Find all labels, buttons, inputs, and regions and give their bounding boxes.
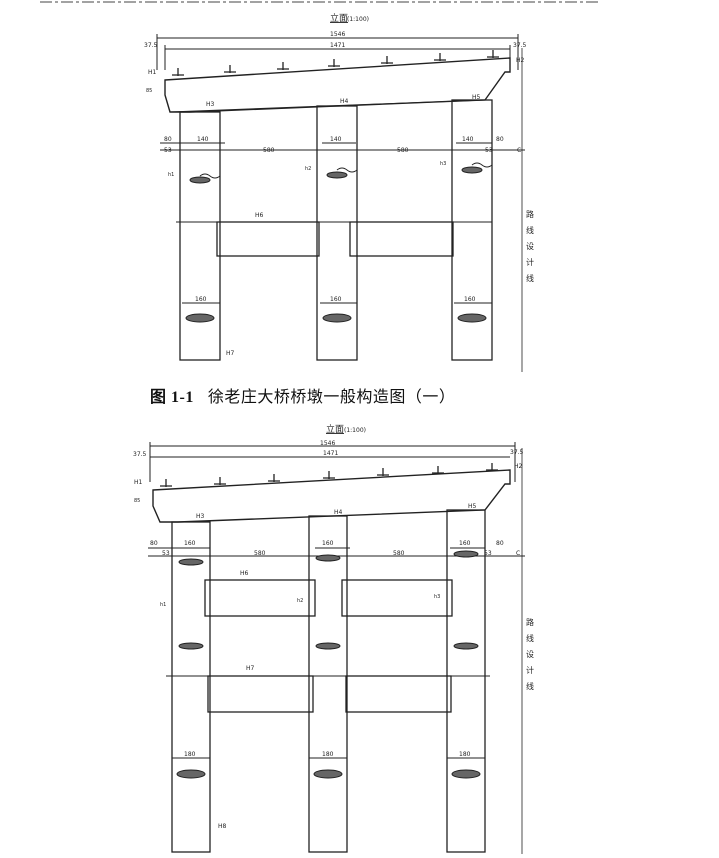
label-h7: H7	[246, 665, 255, 672]
dim-pier-bot-2: 160	[330, 296, 342, 303]
label-h6: H6	[255, 212, 264, 219]
dim-left-offset: 80	[150, 540, 158, 547]
dim-right-end: 37.5	[510, 449, 524, 456]
label-col-a: h1	[168, 172, 174, 178]
label-h5: H5	[468, 503, 477, 510]
dim-pier-top-2: 160	[322, 540, 334, 547]
drawing-title: 立面	[326, 423, 344, 435]
label-h4: H4	[334, 509, 343, 516]
dim-inner: 1471	[330, 42, 345, 49]
route-design-line: 路线设计线	[526, 617, 535, 698]
pier-drawing-2: 立面 (1:100) 1546 1471 37.5 37.5 H1 H2 85 …	[133, 423, 535, 854]
header-rule	[40, 1, 600, 3]
drawing-scale: (1:100)	[347, 16, 369, 23]
dim-cap-height: 85	[134, 498, 140, 504]
dim-spacing-2: 580	[393, 550, 405, 557]
dim-pier-top-3: 140	[462, 136, 474, 143]
label-col-d: h3	[434, 594, 440, 600]
dim-right-offset: 80	[496, 540, 504, 547]
label-h1: H1	[134, 479, 143, 486]
dim-pier-top-1: 140	[197, 136, 209, 143]
dim-pier-bot-2: 180	[322, 751, 334, 758]
dim-edge-right: 53	[485, 147, 493, 154]
label-c: C	[516, 550, 520, 557]
dim-pier-bot-1: 180	[184, 751, 196, 758]
drawing-scale: (1:100)	[344, 427, 366, 434]
dim-spacing-1: 580	[263, 147, 275, 154]
dim-edge-left: 53	[164, 147, 172, 154]
dim-pier-bot-1: 160	[195, 296, 207, 303]
dim-pier-top-2: 140	[330, 136, 342, 143]
dim-left-end: 37.5	[133, 451, 147, 458]
figure-caption: 图 1-1 徐老庄大桥桥墩一般构造图（一）	[150, 383, 455, 407]
route-design-line: 路线设计线	[526, 209, 535, 290]
figure-title: 徐老庄大桥桥墩一般构造图（一）	[207, 387, 456, 406]
dim-inner: 1471	[323, 450, 338, 457]
label-h3: H3	[206, 101, 215, 108]
dim-pier-top-1: 160	[184, 540, 196, 547]
dim-right-offset: 80	[496, 136, 504, 143]
label-col-b: h2	[305, 166, 311, 172]
label-col-b: h2	[297, 598, 303, 604]
label-h6: H6	[240, 570, 249, 577]
dim-left-end: 37.5	[144, 42, 158, 49]
dim-edge-right: 53	[484, 550, 492, 557]
dim-cap-height: 85	[146, 88, 152, 94]
label-h5: H5	[472, 94, 481, 101]
dim-edge-left: 53	[162, 550, 170, 557]
dim-spacing-1: 580	[254, 550, 266, 557]
label-c: C	[517, 147, 521, 154]
dim-left-offset: 80	[164, 136, 172, 143]
label-h3: H3	[196, 513, 205, 520]
figure-number: 图 1-1	[150, 389, 194, 406]
label-h2: H2	[516, 57, 525, 64]
label-col-d: h3	[440, 161, 446, 167]
dim-right-end: 37.5	[513, 42, 527, 49]
drawing-title: 立面	[330, 12, 348, 24]
label-h2: H2	[514, 463, 523, 470]
dim-total: 1546	[320, 440, 335, 447]
pier-drawing-1: 立面 (1:100) 1546 1471 37.5 37.5 H1 H2 85 …	[144, 12, 535, 372]
label-h4: H4	[340, 98, 349, 105]
dim-spacing-2: 580	[397, 147, 409, 154]
dim-total: 1546	[330, 31, 345, 38]
dim-pier-bot-3: 160	[464, 296, 476, 303]
dim-pier-top-3: 160	[459, 540, 471, 547]
label-col-a: h1	[160, 602, 166, 608]
label-h7: H7	[226, 350, 235, 357]
dim-pier-bot-3: 180	[459, 751, 471, 758]
label-h8: H8	[218, 823, 227, 830]
label-h1: H1	[148, 69, 157, 76]
